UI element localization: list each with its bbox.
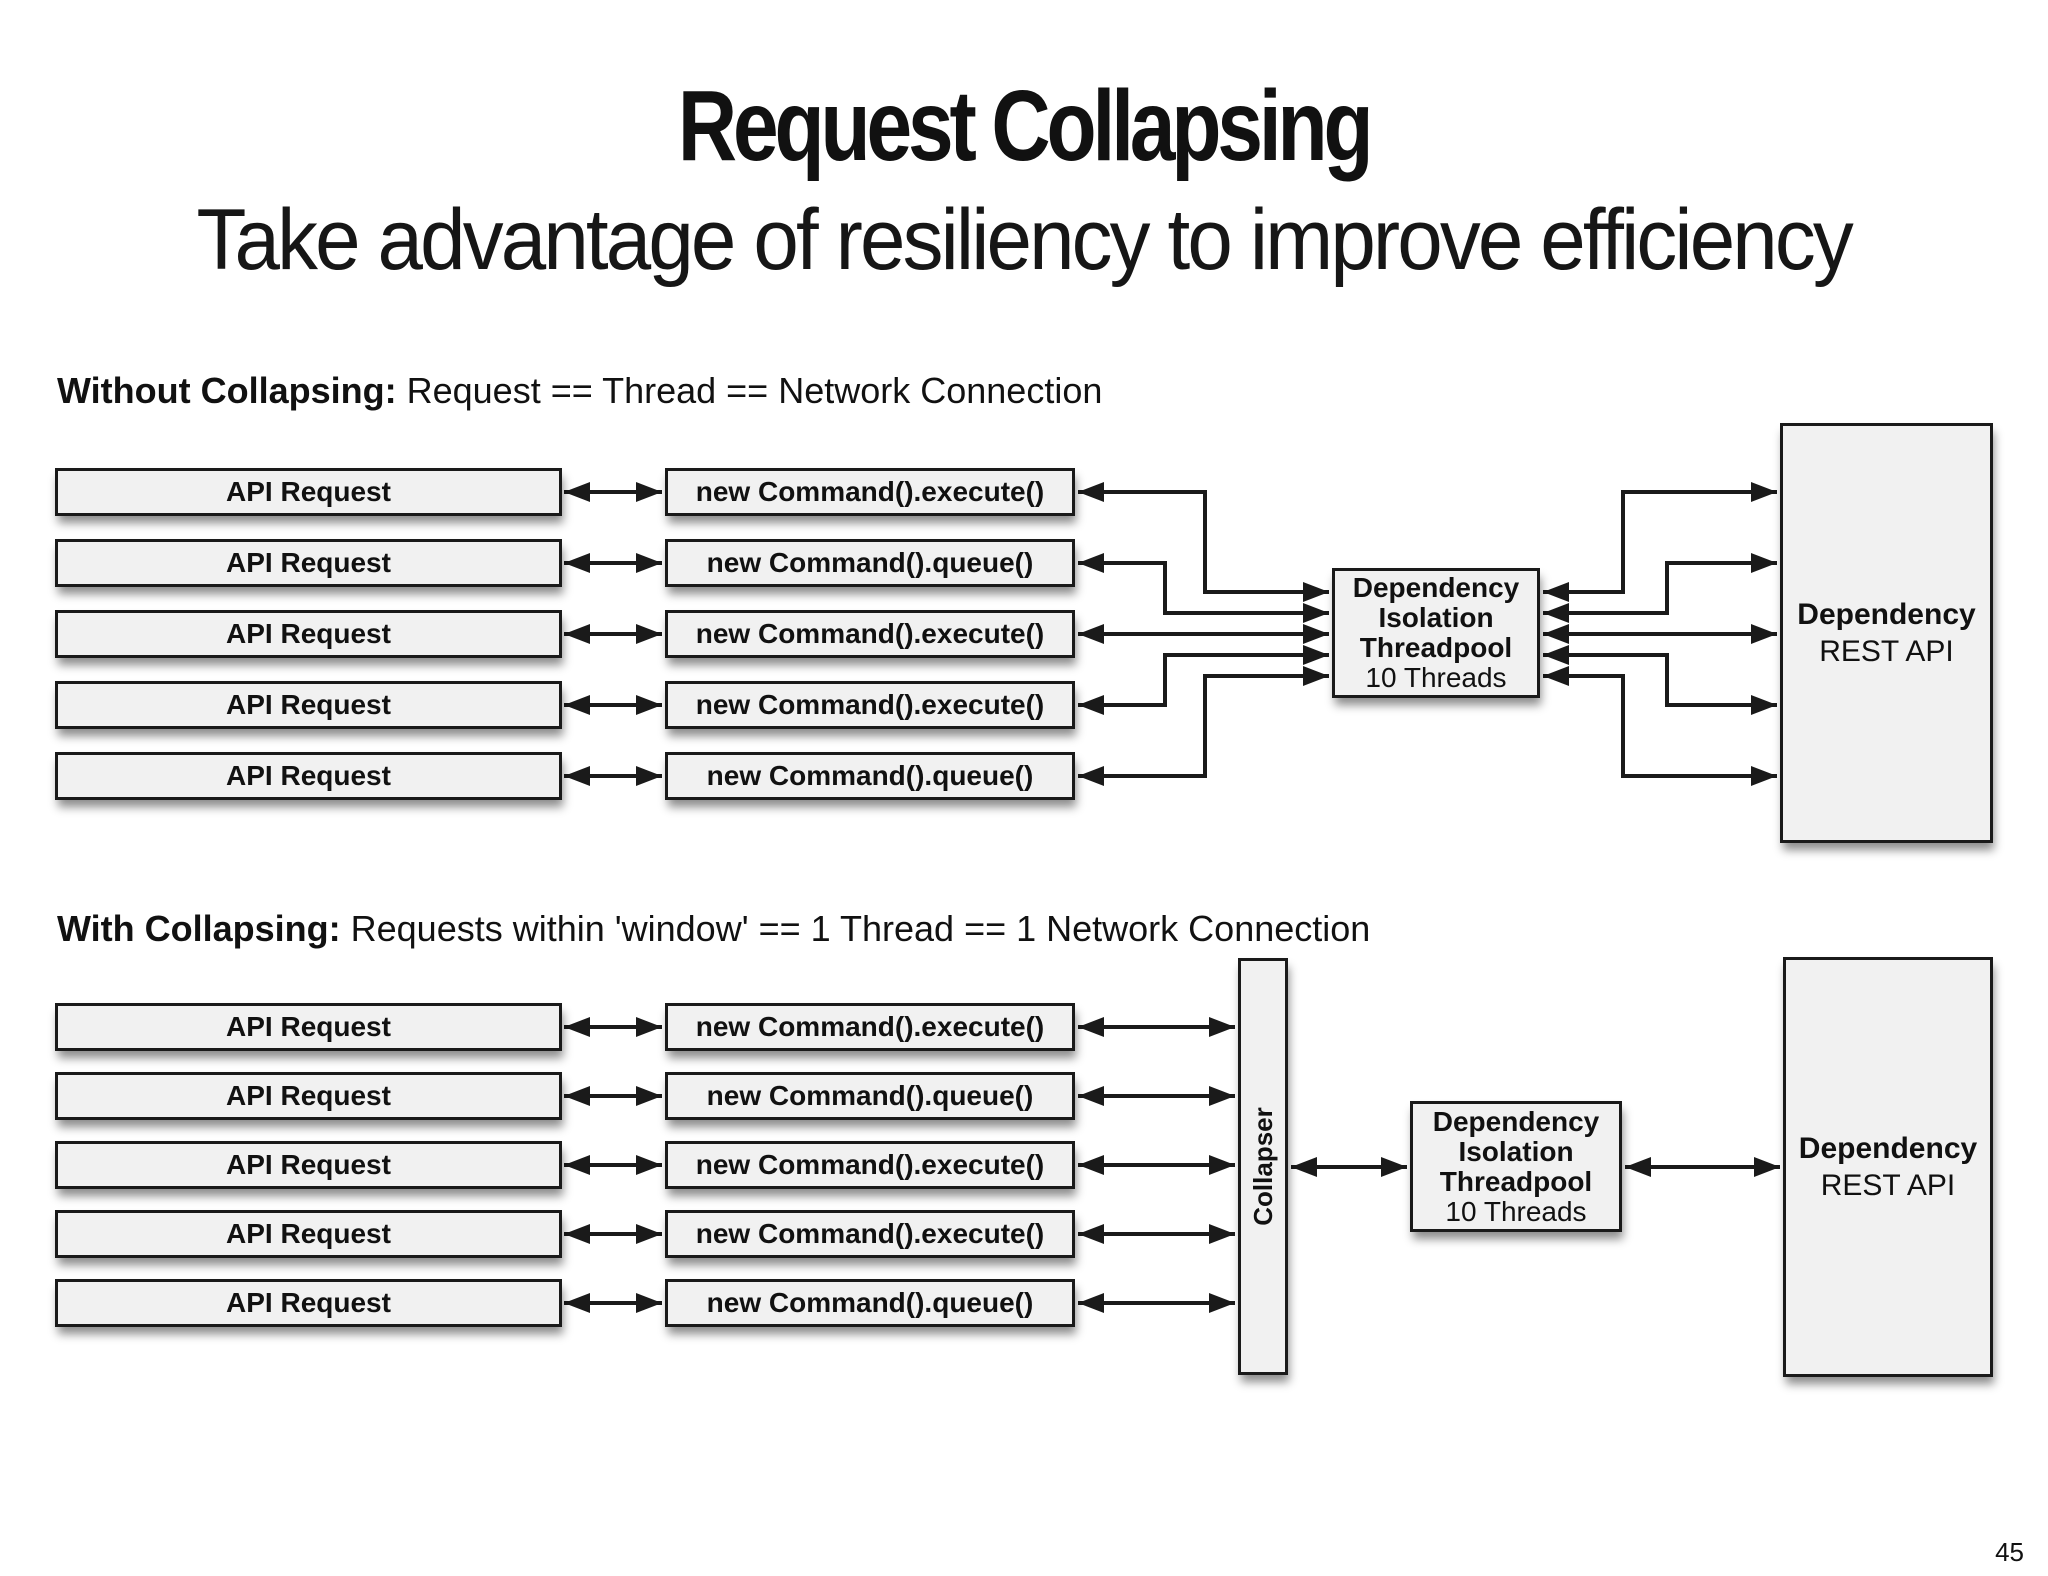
threadpool-line: Dependency bbox=[1352, 572, 1520, 603]
heading-rest-text: Request == Thread == Network Connection bbox=[406, 370, 1103, 411]
api-request-box: API Request bbox=[55, 752, 562, 800]
dependency-rest-api-box: Dependency REST API bbox=[1780, 423, 1993, 843]
connector bbox=[1543, 666, 1777, 786]
collapser-box: Collapser bbox=[1238, 958, 1288, 1375]
api-request-box: API Request bbox=[55, 681, 562, 729]
command-box: new Command().execute() bbox=[665, 681, 1075, 729]
threadpool-line: Dependency bbox=[1432, 1105, 1600, 1137]
command-box: new Command().execute() bbox=[665, 1003, 1075, 1051]
api-request-box: API Request bbox=[55, 1141, 562, 1189]
threadpool-box: Dependency Isolation Threadpool 10 Threa… bbox=[1332, 568, 1540, 698]
dependency-title: Dependency bbox=[1797, 598, 1976, 631]
heading-bold-text: With Collapsing: bbox=[57, 908, 341, 949]
threadpool-threads-label: 10 Threads bbox=[1445, 1195, 1587, 1227]
command-box: new Command().execute() bbox=[665, 468, 1075, 516]
without-collapsing-heading: Without Collapsing:Request == Thread == … bbox=[57, 370, 1102, 412]
slide-subtitle: Take advantage of resiliency to improve … bbox=[196, 192, 1854, 288]
threadpool-threads-label: 10 Threads bbox=[1365, 662, 1507, 693]
command-box: new Command().queue() bbox=[665, 1072, 1075, 1120]
connector bbox=[1543, 482, 1777, 602]
api-request-box: API Request bbox=[55, 1003, 562, 1051]
threadpool-line: Isolation bbox=[1458, 1135, 1574, 1167]
heading-rest-text: Requests within 'window' == 1 Thread == … bbox=[350, 908, 1371, 949]
connector bbox=[1543, 553, 1777, 623]
with-collapsing-heading: With Collapsing:Requests within 'window'… bbox=[57, 908, 1370, 950]
heading-bold-text: Without Collapsing: bbox=[57, 370, 397, 411]
collapser-label: Collapser bbox=[1247, 1107, 1278, 1226]
api-request-box: API Request bbox=[55, 1072, 562, 1120]
api-request-box: API Request bbox=[55, 610, 562, 658]
dependency-rest-api-box: Dependency REST API bbox=[1783, 957, 1993, 1377]
command-box: new Command().execute() bbox=[665, 1210, 1075, 1258]
dependency-title: Dependency bbox=[1798, 1132, 1978, 1165]
api-request-box: API Request bbox=[55, 1279, 562, 1327]
command-box: new Command().queue() bbox=[665, 752, 1075, 800]
page-number: 45 bbox=[1995, 1537, 2024, 1567]
threadpool-line: Isolation bbox=[1378, 602, 1494, 633]
command-box: new Command().execute() bbox=[665, 610, 1075, 658]
api-request-box: API Request bbox=[55, 468, 562, 516]
threadpool-line: Threadpool bbox=[1359, 632, 1513, 663]
dependency-subtitle: REST API bbox=[1820, 1169, 1956, 1202]
connector bbox=[1078, 666, 1329, 786]
threadpool-line: Threadpool bbox=[1439, 1165, 1593, 1197]
connector bbox=[1078, 482, 1329, 602]
command-box: new Command().execute() bbox=[665, 1141, 1075, 1189]
api-request-box: API Request bbox=[55, 1210, 562, 1258]
connector bbox=[1543, 645, 1777, 715]
slide-title: Request Collapsing bbox=[678, 70, 1374, 182]
command-box: new Command().queue() bbox=[665, 1279, 1075, 1327]
connector bbox=[1078, 553, 1329, 623]
api-request-box: API Request bbox=[55, 539, 562, 587]
threadpool-box: Dependency Isolation Threadpool 10 Threa… bbox=[1410, 1101, 1622, 1232]
dependency-subtitle: REST API bbox=[1819, 635, 1954, 668]
command-box: new Command().queue() bbox=[665, 539, 1075, 587]
